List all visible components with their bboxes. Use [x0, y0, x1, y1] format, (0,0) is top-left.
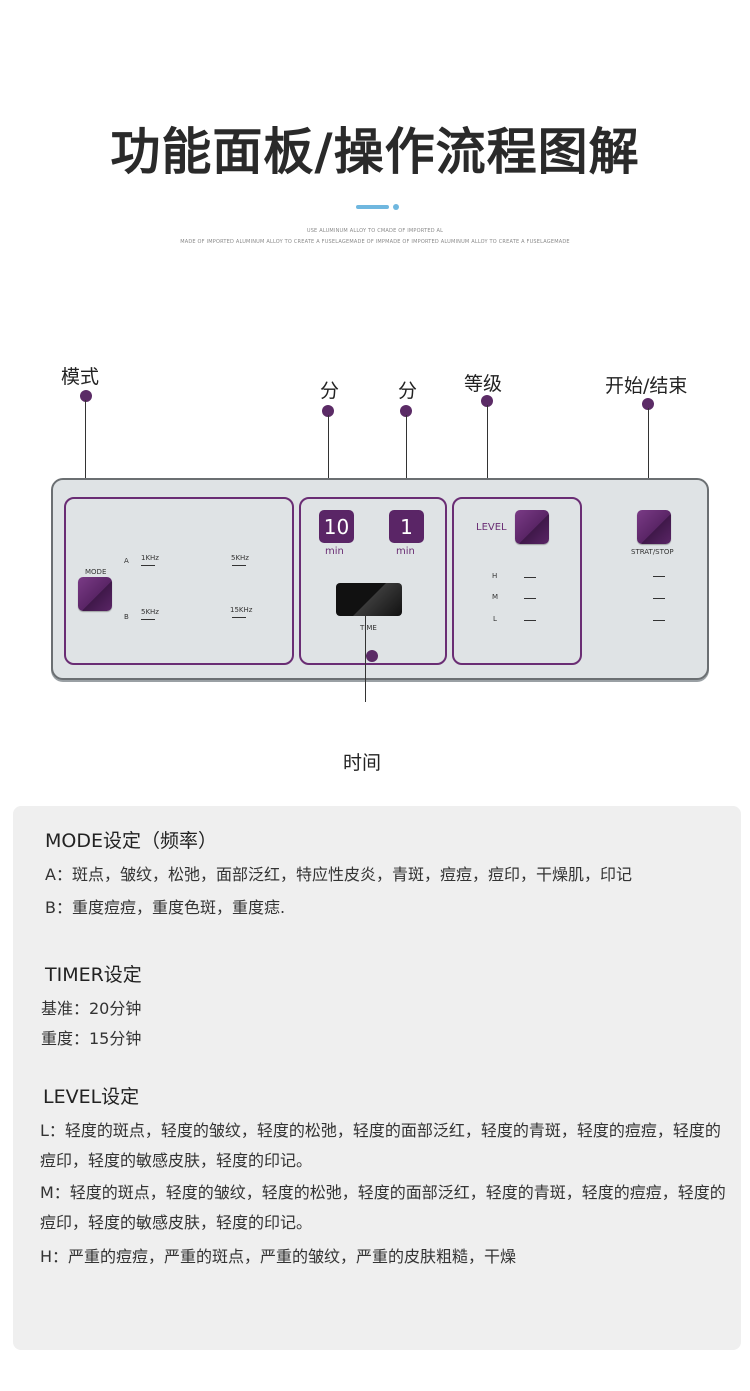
level-label: LEVEL	[476, 522, 507, 533]
start-stop-indicator-3	[653, 620, 665, 621]
accent-bar	[356, 205, 389, 209]
mode-panel	[64, 497, 294, 665]
callout-start-stop-line	[648, 408, 649, 514]
start-stop-indicator-1	[653, 576, 665, 577]
callout-minutes-tens-line	[328, 415, 329, 515]
callout-start-stop: 开始/结束	[605, 375, 688, 397]
level-l-indicator	[524, 620, 536, 621]
mode-heading: MODE设定（频率）	[45, 830, 217, 852]
callout-minutes-ones-dot	[400, 405, 412, 417]
level-h-label: H	[492, 572, 498, 580]
level-h-text: H：严重的痘痘，严重的斑点，严重的皱纹，严重的皮肤粗糙，干燥	[40, 1247, 517, 1266]
callout-time-dot	[366, 650, 378, 662]
time-label: TIME	[360, 624, 377, 632]
level-panel	[452, 497, 582, 665]
callout-time-line	[365, 610, 366, 702]
minutes-ones-unit: min	[396, 546, 415, 557]
freq-a2-indicator	[232, 565, 246, 566]
level-button[interactable]	[515, 510, 549, 544]
callout-mode-dot	[80, 390, 92, 402]
freq-b1-label: 5KHz	[141, 608, 159, 616]
timer-standard-text: 基准：20分钟	[41, 999, 142, 1018]
device-panel	[51, 478, 709, 680]
timer-panel	[299, 497, 447, 665]
callout-minutes-tens: 分	[320, 380, 340, 402]
mode-row-a: A	[124, 557, 129, 565]
timer-heavy-text: 重度：15分钟	[41, 1029, 142, 1048]
info-box	[13, 806, 741, 1350]
freq-b2-indicator	[232, 617, 246, 618]
level-l-label: L	[493, 615, 497, 623]
callout-time: 时间	[343, 752, 382, 774]
callout-level: 等级	[464, 373, 503, 395]
mode-row-b: B	[124, 613, 129, 621]
page-title: 功能面板/操作流程图解	[110, 123, 640, 181]
callout-mode: 模式	[61, 366, 100, 388]
start-stop-indicator-2	[653, 598, 665, 599]
start-stop-button[interactable]	[637, 510, 671, 544]
freq-a2-label: 5KHz	[231, 554, 249, 562]
level-m-indicator	[524, 598, 536, 599]
time-display	[336, 583, 402, 616]
accent-dot	[393, 204, 399, 210]
level-m-text: M：轻度的斑点，轻度的皱纹，轻度的松弛，轻度的面部泛红，轻度的青斑，轻度的痘痘，…	[40, 1183, 726, 1232]
callout-minutes-ones-line	[406, 415, 407, 515]
subtitle-line-2: MADE OF IMPORTED ALUMINUM ALLOY TO CREAT…	[180, 239, 570, 245]
mode-b-text: B：重度痘痘，重度色斑，重度痣.	[45, 898, 286, 917]
callout-level-dot	[481, 395, 493, 407]
freq-b2-label: 15KHz	[230, 606, 253, 614]
minutes-tens-unit: min	[325, 546, 344, 557]
mode-button[interactable]	[78, 577, 112, 611]
level-heading: LEVEL设定	[43, 1086, 140, 1108]
minutes-ones-button[interactable]: 1	[389, 510, 424, 543]
level-m-label: M	[492, 593, 499, 601]
freq-b1-indicator	[141, 619, 155, 620]
start-stop-label: STRAT/STOP	[631, 548, 674, 556]
level-l-text: L：轻度的斑点，轻度的皱纹，轻度的松弛，轻度的面部泛红，轻度的青斑，轻度的痘痘，…	[40, 1121, 721, 1170]
level-h-indicator	[524, 577, 536, 578]
minutes-tens-button[interactable]: 10	[319, 510, 354, 543]
callout-minutes-ones: 分	[398, 380, 418, 402]
callout-level-line	[487, 405, 488, 497]
mode-label: MODE	[85, 568, 107, 576]
freq-a1-indicator	[141, 565, 155, 566]
callout-minutes-tens-dot	[322, 405, 334, 417]
callout-start-stop-dot	[642, 398, 654, 410]
freq-a1-label: 1KHz	[141, 554, 159, 562]
mode-a-text: A：斑点，皱纹，松弛，面部泛红，特应性皮炎，青斑，痘痘，痘印，干燥肌，印记	[45, 865, 632, 884]
timer-heading: TIMER设定	[45, 964, 142, 986]
subtitle-line-1: USE ALUMINUM ALLOY TO CMADE OF IMPORTED …	[306, 228, 444, 234]
